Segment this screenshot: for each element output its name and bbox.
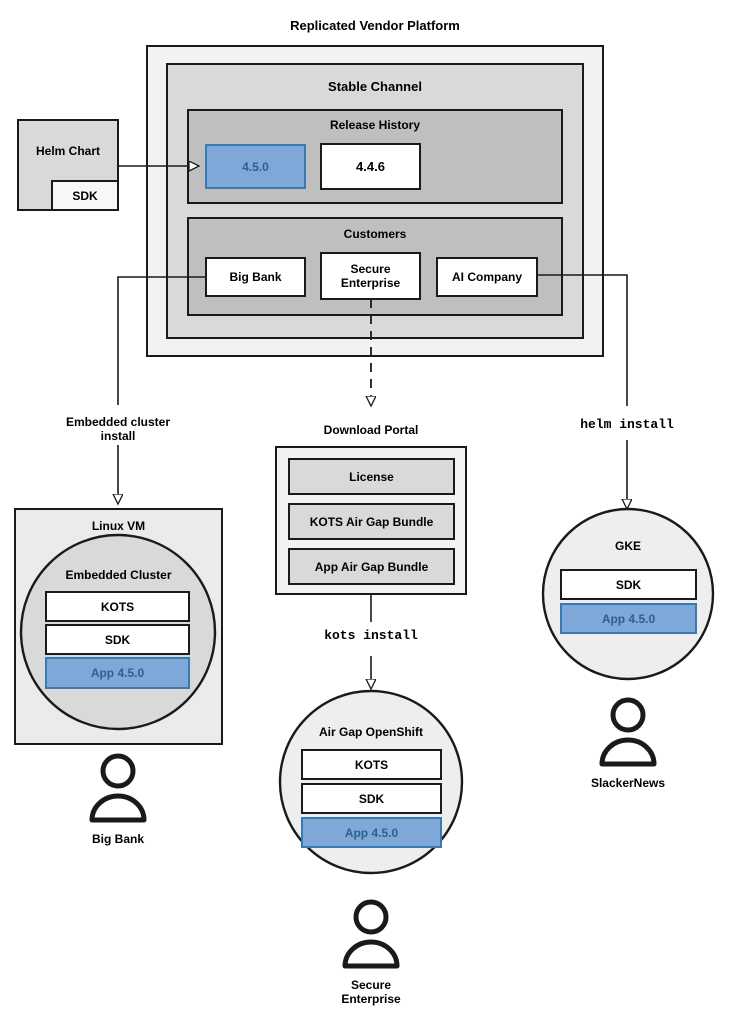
download-portal-item-label-2[interactable]: App Air Gap Bundle (314, 559, 429, 574)
connector-ai-company (537, 274, 628, 406)
linux-vm-component-2 (45, 657, 190, 689)
stable-channel-label: Stable Channel (328, 79, 422, 94)
flow-label-embedded-cluster-install: Embedded cluster install (65, 415, 171, 443)
page-title: Replicated Vendor Platform (290, 18, 460, 33)
customer-label-secure-enterprise[interactable]: Secure Enterprise (340, 262, 401, 290)
download-portal-item-label-0[interactable]: License (349, 469, 394, 484)
helm-chart-label: Helm Chart (35, 144, 100, 158)
gke-component-label-0: SDK (615, 577, 642, 592)
openshift-component-1 (301, 783, 442, 814)
gke-component-1 (560, 603, 697, 634)
openshift-component-label-2: App 4.5.0 (344, 825, 399, 840)
customer-label-big-bank[interactable]: Big Bank (229, 270, 282, 284)
persona-label-slackernews: SlackerNews (590, 776, 666, 790)
openshift-component-label-0: KOTS (354, 757, 389, 772)
persona-icon-big-bank (89, 753, 147, 823)
gke-component-0 (560, 569, 697, 600)
customer-label-ai-company[interactable]: AI Company (451, 270, 522, 284)
release-label-current[interactable]: 4.5.0 (242, 159, 269, 174)
download-portal-item-1 (288, 503, 455, 540)
helm-chart-sdk-label: SDK (72, 188, 98, 203)
persona-label-secure-enterprise: Secure Enterprise (341, 978, 401, 1006)
release-box-current (205, 144, 306, 189)
release-history-label: Release History (329, 118, 421, 132)
download-portal-item-label-1[interactable]: KOTS Air Gap Bundle (309, 514, 434, 529)
linux-vm-component-label-0: KOTS (100, 599, 135, 614)
persona-icon-secure-enterprise (342, 899, 400, 969)
release-box-previous (320, 143, 421, 190)
gke-component-label-1: App 4.5.0 (601, 611, 656, 626)
download-portal-item-2 (288, 548, 455, 585)
customer-box-0 (205, 257, 306, 297)
flow-label-kots-install: kots install (324, 628, 418, 643)
release-label-previous[interactable]: 4.4.6 (356, 158, 385, 174)
air-gap-openshift-label: Air Gap OpenShift (318, 725, 423, 739)
flow-label-helm-install: helm install (580, 417, 674, 432)
customer-box-2 (436, 257, 538, 297)
linux-vm-label: Linux VM (91, 519, 146, 533)
openshift-component-label-1: SDK (358, 791, 385, 806)
download-portal-item-0 (288, 458, 455, 495)
customer-box-1 (320, 252, 421, 300)
helm-chart-sdk-box (51, 180, 119, 211)
gke-label: GKE (614, 539, 641, 553)
openshift-component-2 (301, 817, 442, 848)
download-portal-title: Download Portal (323, 423, 419, 437)
linux-vm-component-0 (45, 591, 190, 622)
linux-vm-component-1 (45, 624, 190, 655)
openshift-component-0 (301, 749, 442, 780)
linux-vm-component-label-2: App 4.5.0 (90, 666, 145, 680)
connector-bigbank (117, 276, 206, 405)
customers-label: Customers (343, 227, 407, 241)
persona-icon-slackernews (599, 697, 657, 767)
embedded-cluster-label: Embedded Cluster (65, 568, 172, 582)
persona-label-big-bank: Big Bank (91, 832, 144, 846)
linux-vm-component-label-1: SDK (104, 632, 131, 647)
